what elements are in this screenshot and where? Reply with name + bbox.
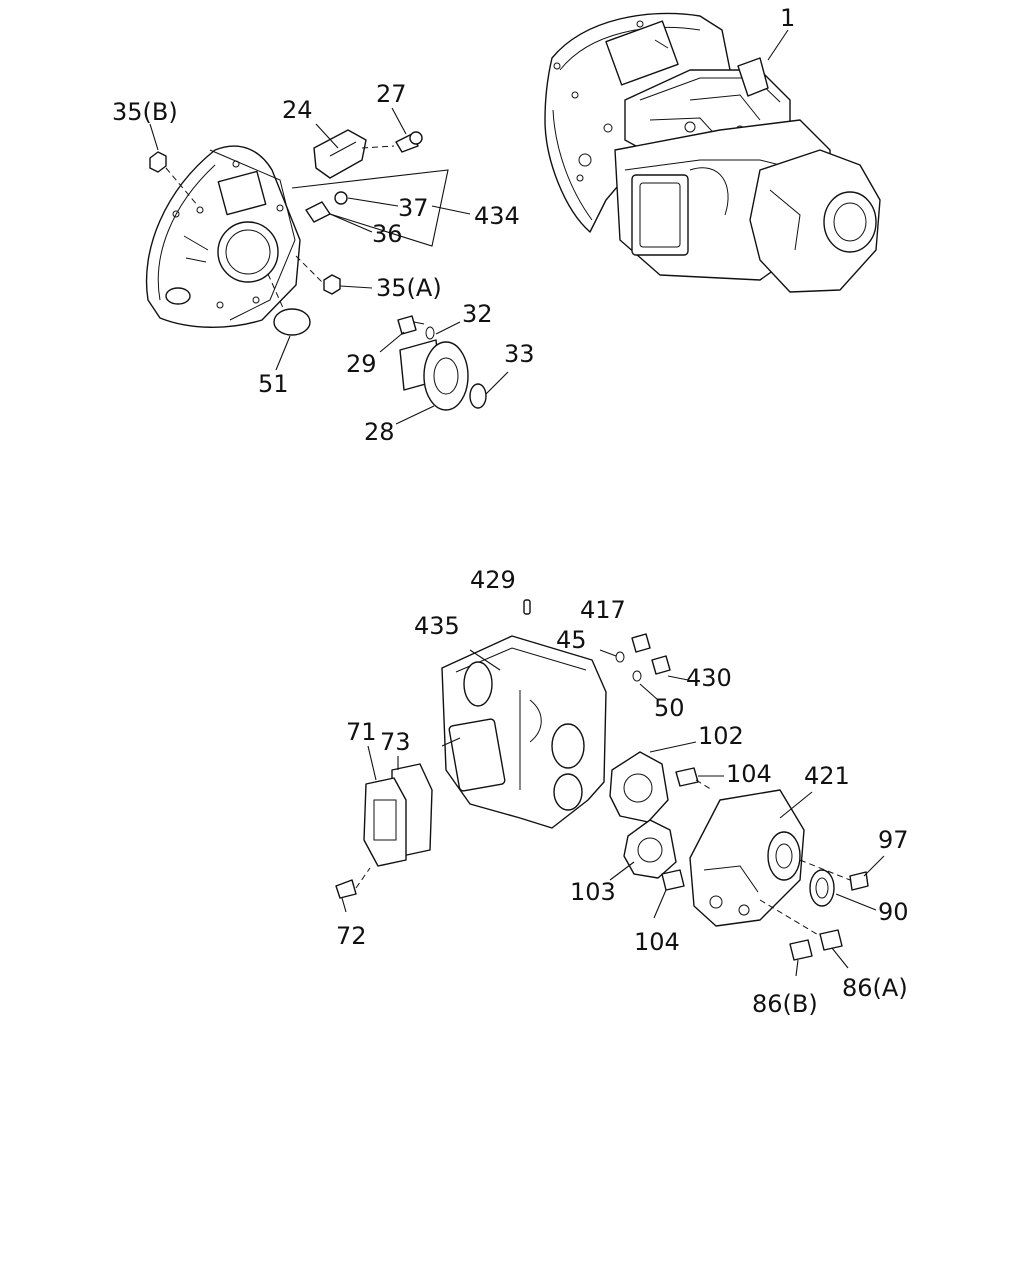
callout-45: 45 [556, 626, 587, 654]
bolt-72 [335, 879, 357, 899]
callout-36: 36 [372, 220, 403, 248]
callout-35a: 35(A) [376, 274, 442, 302]
dowel-36 [305, 201, 331, 223]
callout-103: 103 [570, 878, 616, 906]
pin-37 [334, 191, 348, 205]
callout-430: 430 [686, 664, 732, 692]
callout-29: 29 [346, 350, 377, 378]
gasket-103 [623, 819, 677, 879]
callout-417: 417 [580, 596, 626, 624]
bolt-86a [819, 929, 843, 951]
bolt-29 [397, 315, 425, 335]
callout-86a: 86(A) [842, 974, 908, 1002]
rear-housing-421 [689, 789, 805, 927]
callout-104a: 104 [726, 760, 772, 788]
oring-45 [615, 651, 625, 663]
callout-28: 28 [364, 418, 395, 446]
nut-35b [149, 151, 167, 173]
bolt-86b [789, 939, 813, 961]
callout-27: 27 [376, 80, 407, 108]
plug-51 [273, 308, 311, 336]
callout-71: 71 [346, 718, 377, 746]
callout-72: 72 [336, 922, 367, 950]
callout-90: 90 [878, 898, 909, 926]
transmission-case-435 [441, 635, 607, 829]
bearing-retainer-28 [399, 339, 469, 411]
callout-102: 102 [698, 722, 744, 750]
callout-97: 97 [878, 826, 909, 854]
leader-lines [149, 29, 885, 977]
callout-1: 1 [780, 4, 795, 32]
callout-104b: 104 [634, 928, 680, 956]
plug-429 [523, 599, 531, 615]
seal-90 [809, 869, 835, 907]
callout-429: 429 [470, 566, 516, 594]
oring-32 [425, 326, 435, 340]
callout-24: 24 [282, 96, 313, 124]
transmission-assembly [544, 12, 881, 293]
clutch-housing [145, 145, 301, 328]
bolt-104-upper [675, 767, 699, 787]
callout-86b: 86(B) [752, 990, 818, 1018]
bolt-430 [651, 655, 671, 675]
callout-32: 32 [462, 300, 493, 328]
seal-33 [469, 383, 487, 409]
gasket-102 [609, 751, 669, 823]
bolt-27 [395, 131, 423, 153]
oring-50 [632, 670, 642, 682]
callout-434: 434 [474, 202, 520, 230]
bolt-97 [849, 871, 869, 891]
cover-71 [363, 777, 407, 867]
callout-51: 51 [258, 370, 289, 398]
callout-435: 435 [414, 612, 460, 640]
cover-24 [313, 129, 367, 179]
callout-35b: 35(B) [112, 98, 178, 126]
callout-50: 50 [654, 694, 685, 722]
callout-73: 73 [380, 728, 411, 756]
bolt-104-lower [661, 869, 685, 891]
bolt-417 [631, 633, 651, 653]
nut-35a [323, 274, 341, 295]
callout-33: 33 [504, 340, 535, 368]
callout-labels: 1 35(B) 24 27 37 434 36 35(A) 32 29 33 5… [112, 4, 909, 1018]
callout-37: 37 [398, 194, 429, 222]
callout-421: 421 [804, 762, 850, 790]
